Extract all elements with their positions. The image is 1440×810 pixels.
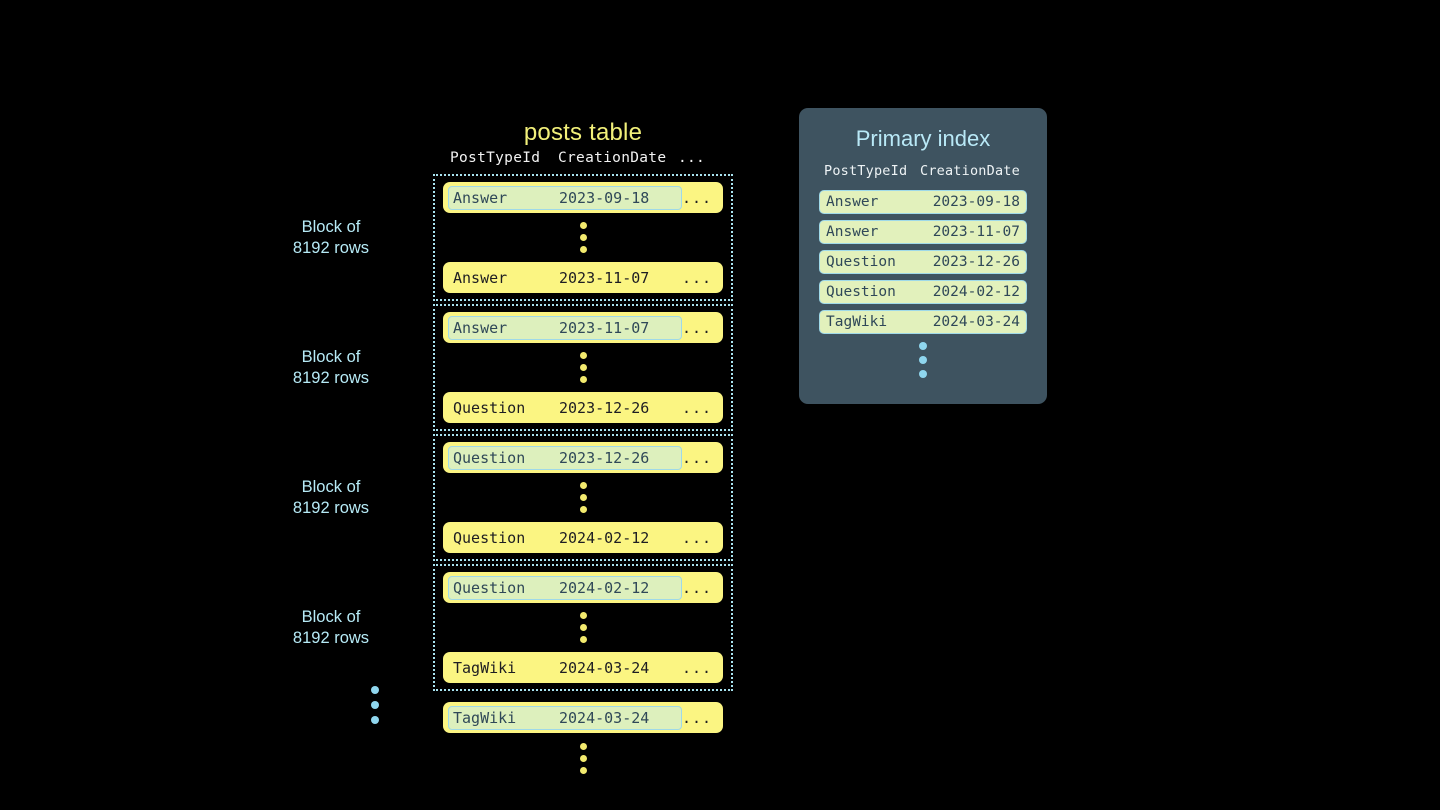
posts-table-group: posts table PostTypeId CreationDate ... … (293, 118, 733, 783)
row-ellipsis-icon (443, 473, 723, 522)
table-row: TagWiki 2024-03-24 ... (443, 702, 723, 733)
table-row: Question 2023-12-26 ... (443, 392, 723, 423)
cell-creationdate: 2024-03-24 (559, 708, 650, 727)
cell-posttypeid: Answer (453, 188, 508, 207)
index-cell-posttypeid: Answer (826, 224, 879, 240)
cell-posttypeid: Answer (453, 268, 508, 287)
row-mark-chip: Question 2024-02-12 (448, 575, 682, 600)
index-cell-creationdate: 2023-11-07 (932, 224, 1020, 240)
index-column-header-creationdate: CreationDate (920, 163, 1020, 179)
table-row: Question 2024-02-12 ... (443, 522, 723, 553)
row-ellipsis-icon (443, 343, 723, 392)
row-mark-chip: Answer 2023-09-18 (448, 185, 682, 210)
index-cell-creationdate: 2024-02-12 (932, 284, 1020, 300)
table-row: Answer 2023-11-07 ... (443, 312, 723, 343)
cell-creationdate: 2023-12-26 (559, 448, 650, 467)
posts-table-title: posts table (523, 119, 643, 146)
block-ellipsis-icon (371, 686, 379, 724)
table-row: TagWiki 2024-03-24 ... (443, 652, 723, 683)
cell-posttypeid: Question (453, 398, 526, 417)
trailing-row-wrapper: TagWiki 2024-03-24 ... (433, 702, 733, 783)
block-label-4: Block of 8192 rows (292, 607, 370, 647)
cell-posttypeid: Question (453, 578, 526, 597)
index-cell-creationdate: 2024-03-24 (932, 314, 1020, 330)
cell-creationdate: 2024-02-12 (559, 528, 650, 547)
row-cells: Answer 2023-11-07 (448, 266, 682, 290)
index-row: Question 2024-02-12 (819, 280, 1027, 304)
row-cells: TagWiki 2024-03-24 (448, 656, 682, 680)
table-row: Question 2024-02-12 ... (443, 572, 723, 603)
index-row: Question 2023-12-26 (819, 250, 1027, 274)
column-header-more: ... (678, 150, 706, 166)
column-header-posttypeid: PostTypeId (450, 150, 541, 166)
index-cell-posttypeid: Question (826, 254, 896, 270)
cell-more: ... (682, 528, 713, 547)
cell-creationdate: 2023-12-26 (559, 398, 650, 417)
block-granule-1: Block of 8192 rows Answer 2023-09-18 ...… (293, 174, 733, 301)
cell-creationdate: 2024-02-12 (559, 578, 650, 597)
row-cells: Question 2023-12-26 (448, 396, 682, 420)
cell-more: ... (682, 578, 713, 597)
cell-posttypeid: Question (453, 528, 526, 547)
primary-index-panel: Primary index PostTypeId CreationDate An… (799, 108, 1047, 404)
block-granule-4: Block of 8192 rows Question 2024-02-12 .… (293, 564, 733, 691)
index-row: Answer 2023-11-07 (819, 220, 1027, 244)
index-cell-creationdate: 2023-12-26 (932, 254, 1020, 270)
posts-table-column-headers: PostTypeId CreationDate ... (433, 150, 733, 174)
row-mark-chip: TagWiki 2024-03-24 (448, 705, 682, 730)
cell-more: ... (682, 708, 713, 727)
table-row: Answer 2023-11-07 ... (443, 262, 723, 293)
primary-index-column-headers: PostTypeId CreationDate (819, 163, 1027, 179)
row-mark-chip: Answer 2023-11-07 (448, 315, 682, 340)
cell-posttypeid: TagWiki (453, 658, 517, 677)
table-row: Answer 2023-09-18 ... (443, 182, 723, 213)
index-cell-posttypeid: Answer (826, 194, 879, 210)
index-cell-posttypeid: Question (826, 284, 896, 300)
row-ellipsis-icon (443, 213, 723, 262)
cell-posttypeid: Answer (453, 318, 508, 337)
cell-creationdate: 2023-09-18 (559, 188, 650, 207)
primary-index-title: Primary index (855, 126, 991, 151)
block-granule-3: Block of 8192 rows Question 2023-12-26 .… (293, 434, 733, 561)
cell-more: ... (682, 398, 713, 417)
row-cells: Question 2024-02-12 (448, 526, 682, 550)
index-ellipsis-wrapper (819, 340, 1027, 380)
cell-more: ... (682, 268, 713, 287)
cell-more: ... (682, 188, 713, 207)
cell-more: ... (682, 658, 713, 677)
table-row: Question 2023-12-26 ... (443, 442, 723, 473)
cell-posttypeid: TagWiki (453, 708, 517, 727)
block-label-1: Block of 8192 rows (292, 217, 370, 257)
cell-creationdate: 2023-11-07 (559, 318, 650, 337)
index-column-header-posttypeid: PostTypeId (824, 163, 908, 179)
cell-more: ... (682, 448, 713, 467)
block-list-ellipsis (371, 686, 379, 724)
index-row: TagWiki 2024-03-24 (819, 310, 1027, 334)
index-row: Answer 2023-09-18 (819, 190, 1027, 214)
cell-more: ... (682, 318, 713, 337)
table-ellipsis-icon (443, 734, 723, 783)
row-ellipsis-icon (443, 603, 723, 652)
block-label-2: Block of 8192 rows (292, 347, 370, 387)
row-mark-chip: Question 2023-12-26 (448, 445, 682, 470)
column-header-creationdate: CreationDate (558, 150, 667, 166)
cell-posttypeid: Question (453, 448, 526, 467)
block-label-3: Block of 8192 rows (292, 477, 370, 517)
cell-creationdate: 2023-11-07 (559, 268, 650, 287)
index-cell-posttypeid: TagWiki (826, 314, 888, 330)
cell-creationdate: 2024-03-24 (559, 658, 650, 677)
index-ellipsis-icon (819, 340, 1027, 380)
block-granule-2: Block of 8192 rows Answer 2023-11-07 ...… (293, 304, 733, 431)
index-cell-creationdate: 2023-09-18 (932, 194, 1020, 210)
